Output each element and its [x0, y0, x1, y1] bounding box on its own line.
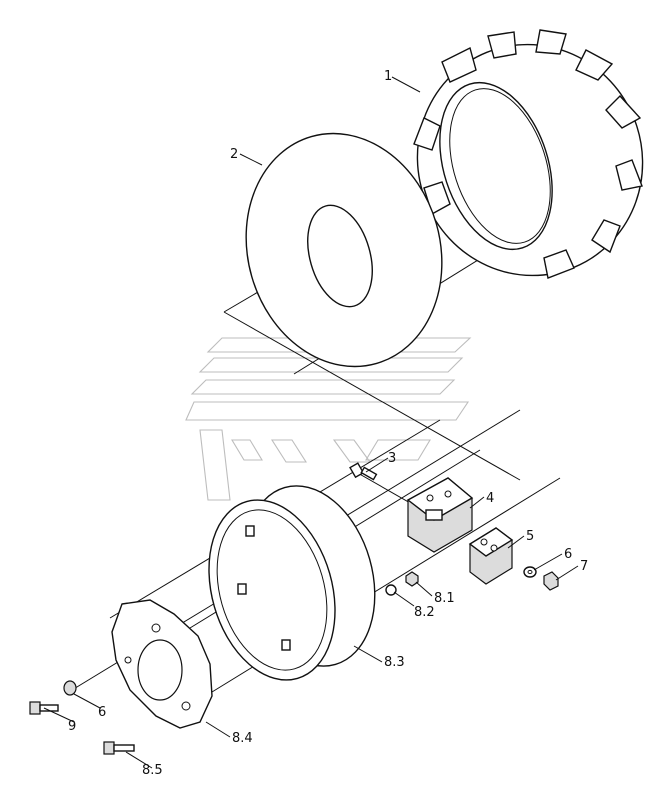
label-9: 9 — [68, 719, 76, 734]
hub-adapter — [406, 477, 474, 553]
label-5: 5 — [526, 529, 534, 544]
hub-bolt — [29, 701, 59, 715]
rim-washer — [385, 584, 397, 596]
label-6-left: 6 — [98, 705, 106, 720]
label-8-5: 8.5 — [142, 763, 163, 778]
label-8-2: 8.2 — [414, 605, 435, 620]
tyre — [413, 29, 644, 279]
washer-bolt-side — [63, 680, 77, 696]
label-8-1: 8.1 — [434, 591, 455, 606]
nut — [543, 571, 559, 591]
label-7: 7 — [580, 559, 588, 574]
label-8-3: 8.3 — [384, 655, 405, 670]
rim — [208, 485, 376, 681]
disc-bolt — [103, 741, 135, 755]
label-1: 1 — [384, 69, 392, 84]
wheel-disc — [111, 599, 213, 729]
label-3: 3 — [388, 451, 396, 466]
inner-tube — [245, 132, 443, 368]
label-6-right: 6 — [564, 547, 572, 562]
leader-lines — [43, 76, 579, 769]
label-8-4: 8.4 — [232, 731, 253, 746]
bolt — [349, 462, 378, 481]
rim-nut — [405, 571, 419, 587]
label-4: 4 — [486, 491, 494, 506]
label-2: 2 — [230, 147, 238, 162]
clamp — [468, 527, 514, 585]
washer-nut-side — [523, 566, 537, 578]
